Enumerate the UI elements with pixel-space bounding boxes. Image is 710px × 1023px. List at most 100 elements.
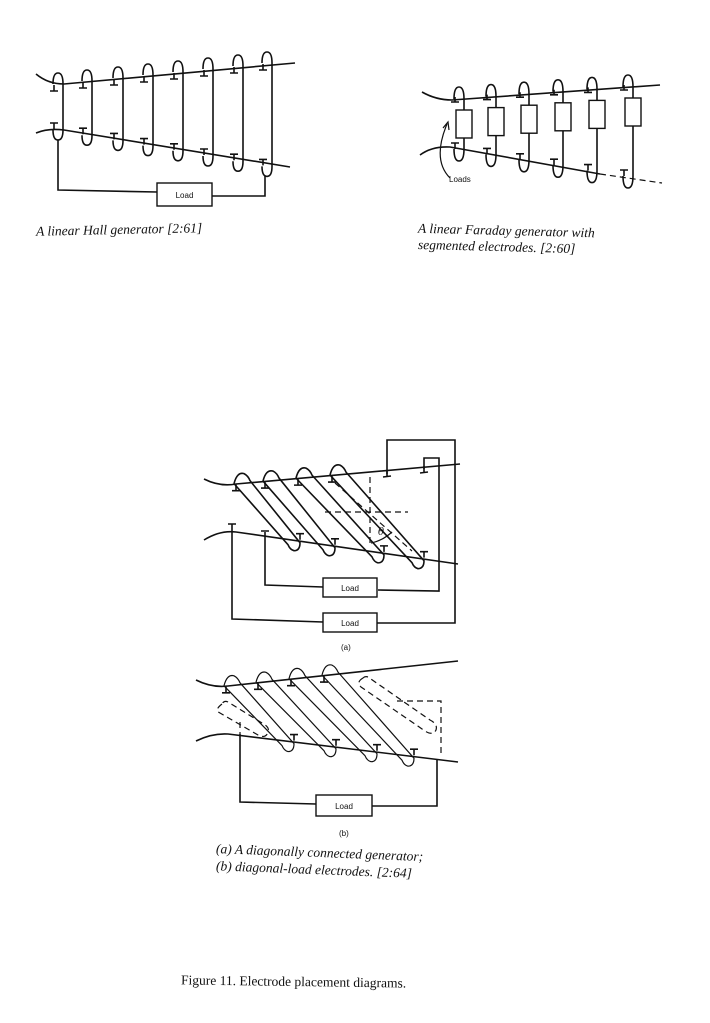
diag-b-dashed-connection xyxy=(397,700,442,757)
faraday-upper-loop xyxy=(586,76,598,101)
diag-a-anode-tick xyxy=(328,476,336,483)
diag-b-cathode-tick xyxy=(373,743,381,751)
faraday-cathode-tick xyxy=(451,142,459,149)
diag-b-cathode-tick xyxy=(410,748,418,756)
diag-b-anode-tick xyxy=(287,679,295,687)
faraday-lower-loop xyxy=(518,133,530,173)
hall-anode-tick xyxy=(110,79,118,86)
hall-electrode-loop xyxy=(142,63,154,157)
hall-anode-tick xyxy=(50,85,58,92)
faraday-lower-loop xyxy=(485,135,497,168)
diag-b-anode-tick xyxy=(320,676,328,683)
diagonal-generator-a-diagram: θ Load Load (a) xyxy=(203,439,461,652)
diag-b-slanted-loop xyxy=(288,667,378,763)
diag-a-angle-arc xyxy=(370,531,393,544)
hall-electrode-loop xyxy=(202,57,214,167)
hall-load-box xyxy=(156,182,213,207)
hall-anode-tick xyxy=(259,64,267,71)
faraday-anode-tick xyxy=(516,92,524,98)
diag-b-diagonal-loops xyxy=(222,664,418,767)
diag-a-anode-tick xyxy=(261,482,269,489)
faraday-anode-tick xyxy=(483,94,491,101)
faraday-upper-loop xyxy=(552,78,564,103)
hall-cathode-tick xyxy=(170,143,178,150)
diag-b-left-dashed-electrode xyxy=(216,700,269,738)
hall-anode-tick xyxy=(230,67,238,74)
faraday-lower-loop xyxy=(453,138,465,162)
faraday-pointer-arrowhead xyxy=(442,120,450,131)
faraday-load-box xyxy=(624,97,642,127)
faraday-electrode-loads xyxy=(451,74,642,189)
diag-a-load-label-2: Load xyxy=(341,619,359,628)
diag-a-electrode-tick-2 xyxy=(419,466,429,474)
faraday-lower-wall xyxy=(419,146,601,175)
diag-a-diagonal-dash xyxy=(334,482,413,552)
faraday-load-box xyxy=(520,104,538,134)
diag-b-load-box xyxy=(315,794,373,817)
diag-a-load-box-2 xyxy=(322,612,378,633)
hall-load-wire-left xyxy=(57,140,158,193)
diag-a-inner-top-wire xyxy=(377,457,440,592)
hall-cathode-tick xyxy=(140,137,148,145)
diag-b-slanted-loop xyxy=(321,664,415,767)
hall-generator-diagram: Load xyxy=(35,51,296,207)
diag-a-cathode-tick xyxy=(296,532,304,540)
diag-a-slanted-loop xyxy=(262,469,336,557)
diag-a-slanted-loop xyxy=(329,464,425,570)
diag-a-cathode-tick xyxy=(331,537,339,545)
hall-electrode-loop xyxy=(261,51,273,178)
diag-b-anode-tick xyxy=(254,683,262,691)
hall-upper-wall xyxy=(35,62,296,85)
diag-a-load-label-1: Load xyxy=(341,584,359,593)
diag-a-slanted-loop xyxy=(295,467,385,564)
diag-a-anode-tick xyxy=(232,484,240,492)
hall-electrode-loop xyxy=(81,69,93,147)
hall-electrode-loop xyxy=(172,60,184,162)
diag-b-slanted-loop xyxy=(223,674,295,753)
hall-cathode-tick xyxy=(230,153,238,161)
diag-b-load-wire xyxy=(239,734,438,807)
faraday-anode-tick xyxy=(451,97,459,103)
hall-cathode-tick xyxy=(50,122,58,129)
hall-anode-tick xyxy=(140,76,148,83)
diag-b-load-label: Load xyxy=(335,802,353,811)
faraday-lower-wall-extension xyxy=(599,173,663,184)
faraday-lower-loop xyxy=(622,126,634,189)
diag-b-cathode-tick xyxy=(290,733,298,741)
hall-cathode-tick xyxy=(79,127,87,135)
diag-a-diagonal-loops xyxy=(232,464,428,570)
hall-anode-tick xyxy=(79,82,87,89)
diag-a-slanted-loop xyxy=(233,472,301,552)
hall-cathode-tick xyxy=(200,148,208,155)
faraday-cathode-tick xyxy=(483,147,491,155)
hall-cathode-tick xyxy=(259,158,267,166)
faraday-loads-label: Loads xyxy=(449,175,471,184)
diag-b-slanted-loop xyxy=(255,671,337,758)
faraday-lower-loop xyxy=(586,128,598,184)
diag-a-outer-load-wire xyxy=(231,524,324,623)
faraday-loads-pointer xyxy=(439,123,451,179)
diag-a-sublabel: (a) xyxy=(341,643,351,652)
diag-a-left-ticks xyxy=(228,523,269,532)
faraday-anode-tick xyxy=(584,87,592,94)
diag-a-lower-wall xyxy=(203,530,459,565)
faraday-load-box xyxy=(487,106,505,137)
hall-cathode-tick xyxy=(110,132,118,140)
faraday-load-box xyxy=(588,99,606,130)
hall-electrode-loop xyxy=(232,54,244,173)
diagonal-generator-b-diagram: Load (b) xyxy=(195,660,459,838)
diag-a-cathode-tick xyxy=(380,545,388,552)
faraday-upper-loop xyxy=(485,83,497,108)
faraday-lower-loop xyxy=(552,130,564,179)
diag-a-inner-load-wire xyxy=(264,532,324,588)
diag-b-lower-wall xyxy=(195,733,459,763)
faraday-generator-diagram: Loads xyxy=(419,74,663,189)
figure-title: Figure 11. Electrode placement diagrams. xyxy=(180,972,407,991)
hall-anode-tick xyxy=(200,70,208,77)
diag-b-sublabel: (b) xyxy=(339,829,349,838)
hall-lower-wall xyxy=(35,128,291,168)
faraday-cathode-tick xyxy=(516,153,524,160)
diag-a-electrode-tick-1 xyxy=(382,470,392,478)
hall-load-wire-right xyxy=(212,176,266,197)
